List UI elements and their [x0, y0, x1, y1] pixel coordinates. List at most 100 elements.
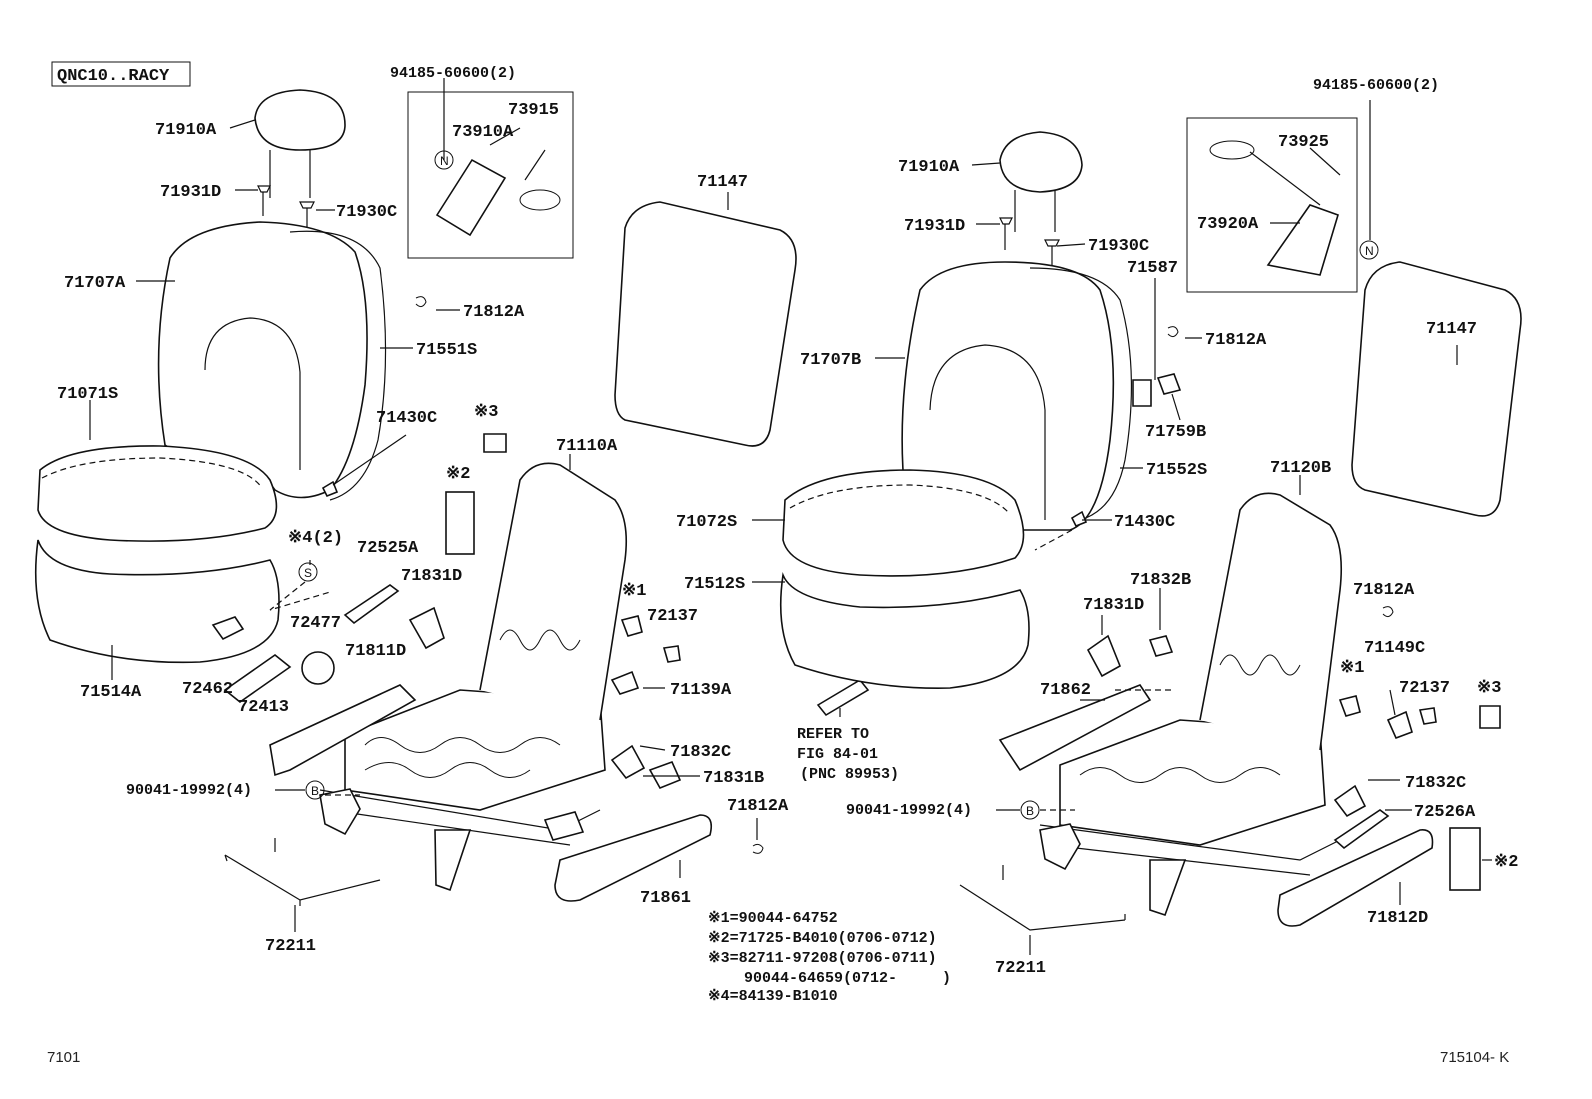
notes: ※1=90044-64752 ※2=71725-B4010(0706-0712)…	[708, 910, 951, 1005]
left-clip-71812A-2	[752, 843, 764, 854]
right-inset-manual	[1266, 204, 1339, 276]
left-part-71831B	[648, 760, 682, 790]
left-part-71831D	[408, 606, 445, 650]
left-bar-72211	[224, 838, 381, 906]
label-72525A: 72525A	[357, 539, 419, 558]
left-rail-leg	[434, 829, 472, 892]
label-71147-2: 71147	[1426, 320, 1477, 339]
label-71812A-1: 71812A	[463, 303, 525, 322]
left-cushion-bottom-shape	[34, 539, 280, 664]
label-71759B: 71759B	[1145, 423, 1206, 442]
left-cover-71861	[554, 814, 713, 902]
right-inset	[1186, 117, 1358, 293]
label-72477: 72477	[290, 614, 341, 633]
left-clip-x3	[483, 433, 507, 453]
label-71931D: 71931D	[160, 183, 221, 202]
label-71812A-2: 71812A	[727, 797, 789, 816]
left-inset-box	[407, 91, 574, 259]
label-71071S: 71071S	[57, 385, 118, 404]
label-note4: ※4(2)	[288, 529, 343, 548]
right-cushion-top-shape	[782, 469, 1025, 577]
note-1: ※1=90044-64752	[708, 910, 838, 927]
left-inset-manual	[435, 158, 507, 237]
marker-n-right	[1359, 240, 1379, 260]
left-part-72462-cap	[211, 616, 245, 641]
label-note2-left: ※2	[446, 465, 470, 484]
marker-b-left	[305, 780, 325, 800]
right-clip-72137	[1418, 707, 1437, 725]
marker-n-right-text: N	[1365, 244, 1374, 258]
right-part-71831D	[1086, 634, 1122, 678]
pad-71147-b	[1351, 261, 1522, 517]
label-71707B: 71707B	[800, 351, 861, 370]
left-part-71139A	[610, 670, 640, 695]
right-part-71832C	[1333, 784, 1367, 818]
ref-line-3: (PNC 89953)	[800, 766, 899, 783]
right-leaders	[752, 100, 1492, 955]
label-note3-left: ※3	[474, 403, 498, 422]
note-2: ※2=71725-B4010(0706-0712)	[708, 930, 937, 947]
label-71430C-2: 71430C	[1114, 513, 1175, 532]
label-71110A: 71110A	[556, 437, 618, 456]
label-72137-1: 72137	[647, 607, 698, 626]
label-71931D-2: 71931D	[904, 217, 965, 236]
label-72413: 72413	[238, 698, 289, 717]
marker-n-left	[434, 150, 454, 170]
label-71930C-2: 71930C	[1088, 237, 1149, 256]
label-73925: 73925	[1278, 133, 1329, 152]
label-note3-right: ※3	[1477, 679, 1501, 698]
footer-right: 715104- K	[1440, 1049, 1509, 1066]
right-seat-assembly	[614, 131, 1522, 931]
label-72211-2: 72211	[995, 959, 1046, 978]
right-part-71149C	[1386, 710, 1413, 740]
right-part-71759B	[1156, 373, 1182, 395]
right-bolt-71430C	[1070, 510, 1088, 528]
left-leaders	[89, 119, 841, 932]
left-clip-72137	[662, 645, 681, 663]
left-inset	[407, 78, 574, 259]
label-72211-1: 72211	[265, 937, 316, 956]
right-backframe	[1199, 492, 1343, 751]
label-71930C: 71930C	[336, 203, 397, 222]
label-note1-left: ※1	[622, 582, 646, 601]
label-73915: 73915	[508, 101, 559, 120]
label-90041-right: 90041-19992(4)	[846, 802, 972, 819]
label-71139A: 71139A	[670, 681, 732, 700]
label-71811D: 71811D	[345, 642, 406, 661]
left-part-71832C	[610, 744, 646, 780]
left-lever-72525A	[343, 584, 400, 625]
label-71587: 71587	[1127, 259, 1178, 278]
label-71514A: 71514A	[80, 683, 142, 702]
right-inset-box	[1186, 117, 1358, 293]
right-shield-71862	[998, 684, 1152, 772]
left-seat-assembly	[34, 89, 870, 906]
label-72462: 72462	[182, 680, 233, 699]
label-71149C: 71149C	[1364, 639, 1425, 658]
label-90041-left: 90041-19992(4)	[126, 782, 252, 799]
label-73910A: 73910A	[452, 123, 514, 142]
right-part-71832B	[1148, 635, 1174, 657]
ref-line-2: FIG 84-01	[797, 746, 878, 763]
label-71812D: 71812D	[1367, 909, 1428, 928]
note-5: ※4=84139-B1010	[708, 988, 838, 1005]
right-lever-72526A	[1333, 809, 1390, 850]
label-71831B: 71831B	[703, 769, 764, 788]
label-71910A: 71910A	[155, 121, 217, 140]
note-4: 90044-64659(0712- )	[708, 970, 951, 987]
left-inset-cord	[519, 189, 561, 211]
right-part-71587	[1132, 379, 1152, 407]
label-71832B: 71832B	[1130, 571, 1191, 590]
part-labels: 94185-60600(2) 73915 73910A 94185-60600(…	[57, 65, 1518, 978]
marker-b-right-text: B	[1026, 804, 1034, 818]
note-3: ※3=82711-97208(0706-0711)	[708, 950, 937, 967]
footer-left: 7101	[47, 1049, 80, 1066]
model-code: QNC10..RACY	[57, 67, 170, 86]
label-right-inset-bolt: 94185-60600(2)	[1313, 77, 1439, 94]
label-71147-1: 71147	[697, 173, 748, 192]
label-left-inset-bolt: 94185-60600(2)	[390, 65, 516, 82]
left-seatback-shape	[157, 221, 368, 499]
left-cushion-top-shape	[37, 445, 278, 542]
label-71910A-2: 71910A	[898, 158, 960, 177]
label-72137-2: 72137	[1399, 679, 1450, 698]
